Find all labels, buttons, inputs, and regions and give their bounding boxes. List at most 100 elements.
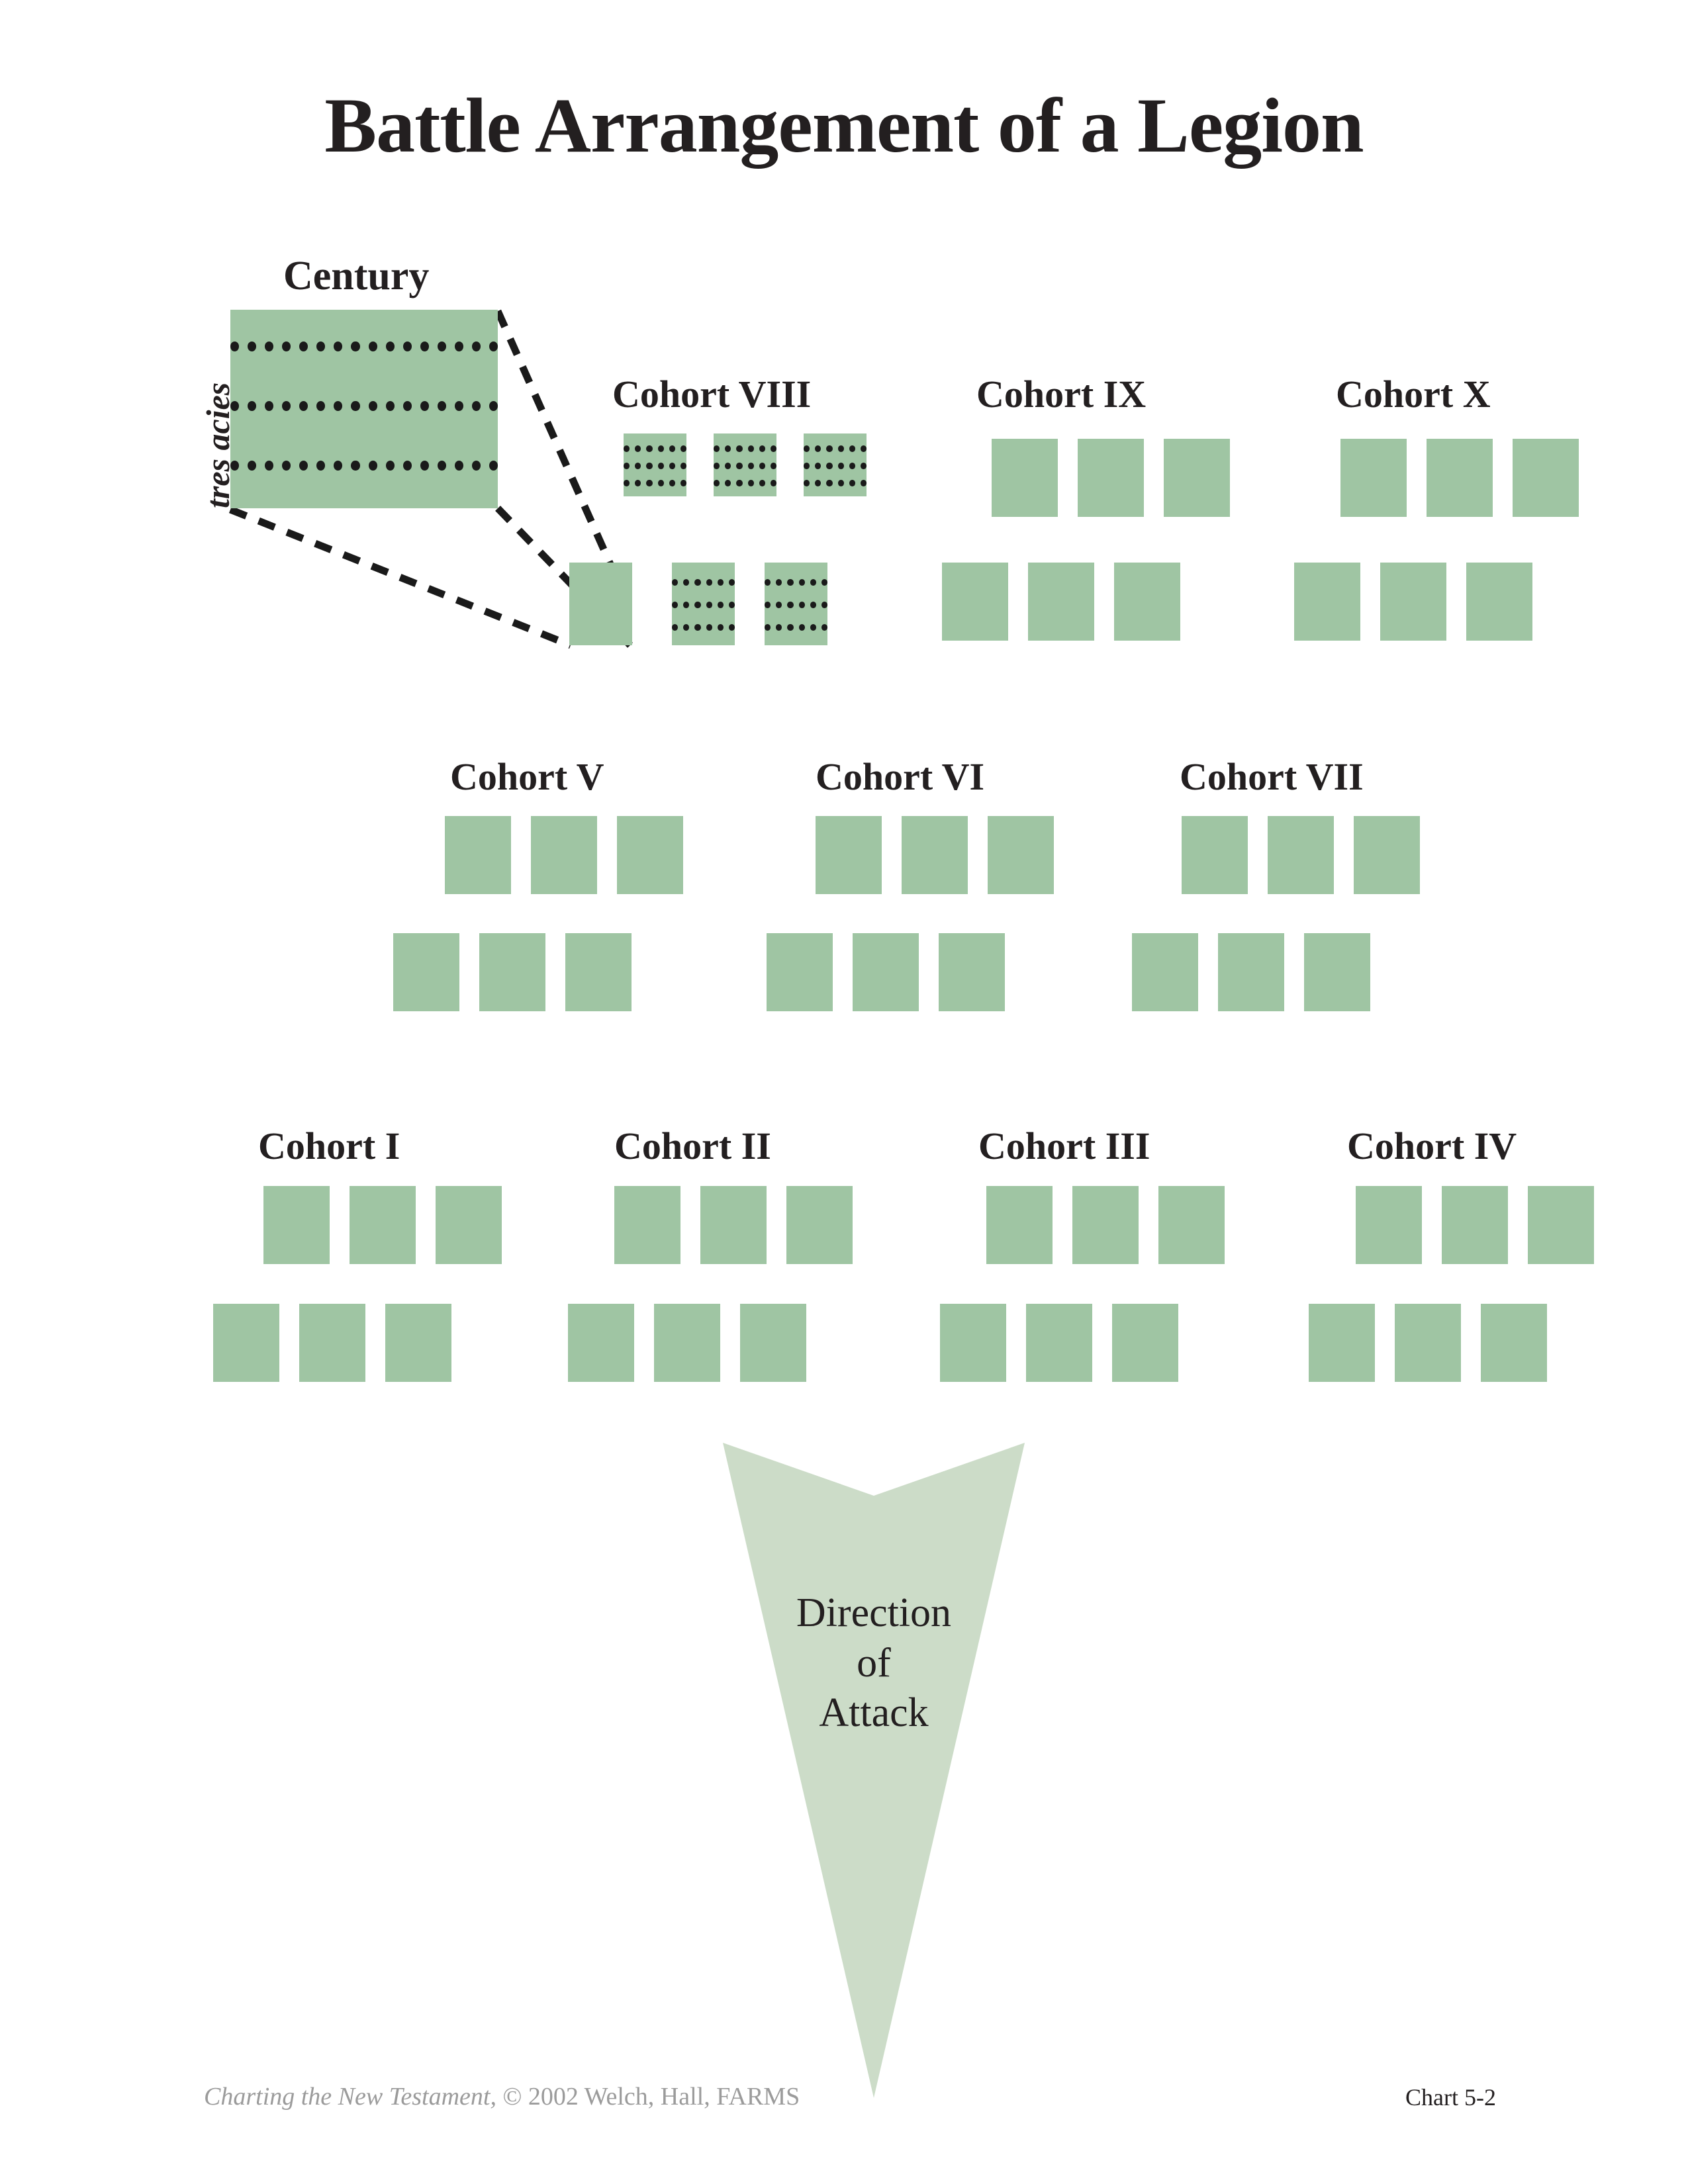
soldier-dot <box>437 341 446 351</box>
soldier-dot <box>683 602 690 608</box>
soldier-dot <box>623 445 630 452</box>
cohort-label-viii: Cohort VIII <box>612 373 812 416</box>
cohort-unit <box>299 1304 365 1382</box>
soldier-dot <box>635 480 641 486</box>
soldier-dot <box>683 579 690 586</box>
soldier-dot <box>713 445 720 452</box>
soldier-dot <box>489 461 498 471</box>
soldier-dot <box>669 480 675 486</box>
soldier-dot <box>837 445 844 452</box>
soldier-dot <box>826 463 833 469</box>
soldier-dot <box>646 463 653 469</box>
soldier-dot <box>759 463 765 469</box>
soldier-dot <box>299 401 308 411</box>
soldier-dot <box>776 602 782 608</box>
soldier-dot <box>669 463 675 469</box>
soldier-dot <box>764 602 771 608</box>
soldier-dot <box>657 463 664 469</box>
cohort-unit <box>531 816 597 894</box>
soldier-dot <box>316 461 326 471</box>
soldier-dot <box>736 480 743 486</box>
soldier-dot <box>826 480 833 486</box>
direction-of-attack-arrow <box>723 1443 1025 2098</box>
soldier-dot <box>803 445 810 452</box>
footer-source-title: Charting the New Testament, <box>204 2083 496 2111</box>
cohort-unit <box>1268 816 1334 894</box>
cohort-unit <box>1340 439 1407 517</box>
soldier-dot <box>815 480 821 486</box>
soldier-dot <box>334 401 343 411</box>
cohort-label-iii: Cohort III <box>978 1124 1150 1167</box>
soldier-dot <box>368 401 377 411</box>
soldier-dot <box>454 401 463 411</box>
soldier-dot <box>728 624 735 631</box>
cohort-unit <box>671 563 735 645</box>
soldier-dot <box>680 463 687 469</box>
soldier-dot <box>860 480 867 486</box>
cohort-unit <box>1218 933 1284 1011</box>
soldier-dot <box>265 401 274 411</box>
cohort-unit <box>614 1186 680 1264</box>
soldier-dot <box>706 602 712 608</box>
soldier-dot <box>454 461 463 471</box>
soldier-dot <box>736 445 743 452</box>
soldier-dot <box>385 401 395 411</box>
footer-source-rest: © 2002 Welch, Hall, FARMS <box>496 2083 800 2111</box>
soldier-dot <box>646 480 653 486</box>
soldier-dot <box>671 602 679 608</box>
soldier-dot <box>623 480 630 486</box>
soldier-dot <box>402 341 412 351</box>
cohort-unit <box>1132 933 1198 1011</box>
cohort-label-vii: Cohort VII <box>1180 755 1364 798</box>
footer-chart-number: Chart 5-2 <box>1405 2084 1496 2111</box>
soldier-dot <box>420 341 429 351</box>
cohort-label-iv: Cohort IV <box>1347 1124 1517 1167</box>
century-dot-row <box>230 401 498 411</box>
soldier-dot <box>657 445 664 452</box>
century-label: Century <box>283 253 430 298</box>
cohort-unit <box>986 1186 1053 1264</box>
soldier-dot <box>776 624 782 631</box>
soldier-dot <box>351 401 360 411</box>
cohort-unit <box>565 933 632 1011</box>
soldier-dot <box>821 624 828 631</box>
cohort-unit <box>623 433 687 496</box>
cohort-unit <box>1028 563 1094 641</box>
soldier-dot <box>683 624 690 631</box>
soldier-dot <box>764 579 771 586</box>
soldier-dot <box>787 579 794 586</box>
cohort-unit <box>479 933 545 1011</box>
soldier-dot <box>265 461 274 471</box>
page-title: Battle Arrangement of a Legion <box>324 82 1364 169</box>
soldier-dot <box>821 602 828 608</box>
cohort-unit <box>767 933 833 1011</box>
soldier-dot <box>770 463 777 469</box>
soldier-dot <box>471 461 481 471</box>
soldier-dot <box>248 401 257 411</box>
soldier-dot <box>815 463 821 469</box>
soldier-dot <box>437 461 446 471</box>
soldier-dot <box>657 480 664 486</box>
soldier-dot <box>849 463 855 469</box>
soldier-dot <box>454 341 463 351</box>
soldier-dot <box>725 445 731 452</box>
soldier-dot <box>299 341 308 351</box>
soldier-dot <box>713 480 720 486</box>
soldier-dot <box>680 445 687 452</box>
soldier-dot <box>694 579 701 586</box>
soldier-dot <box>265 341 274 351</box>
soldier-dot <box>798 602 805 608</box>
soldier-dot <box>402 461 412 471</box>
soldier-dot <box>402 401 412 411</box>
soldier-dot <box>717 602 724 608</box>
cohort-unit <box>393 933 459 1011</box>
cohort-label-v: Cohort V <box>450 755 604 798</box>
soldier-dot <box>717 579 724 586</box>
soldier-dot <box>671 624 679 631</box>
cohort-unit <box>568 1304 634 1382</box>
cohort-unit <box>1380 563 1446 641</box>
soldier-dot <box>334 341 343 351</box>
cohort-unit <box>700 1186 767 1264</box>
soldier-dot <box>248 341 257 351</box>
